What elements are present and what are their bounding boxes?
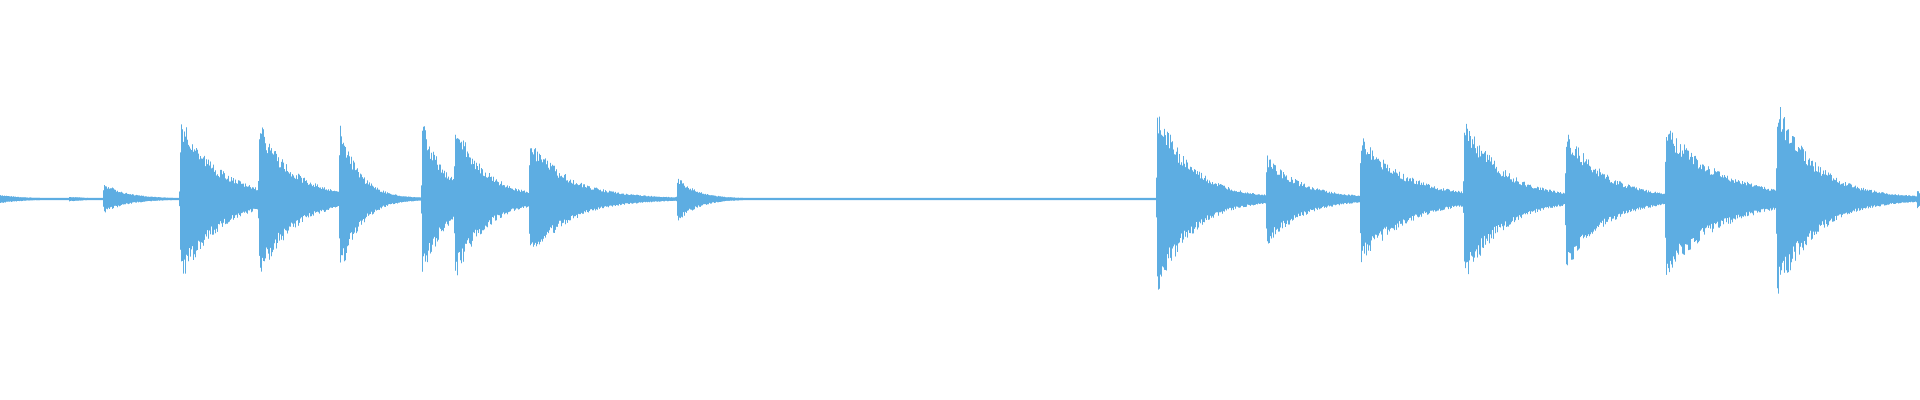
waveform-peaks [0, 107, 1920, 294]
